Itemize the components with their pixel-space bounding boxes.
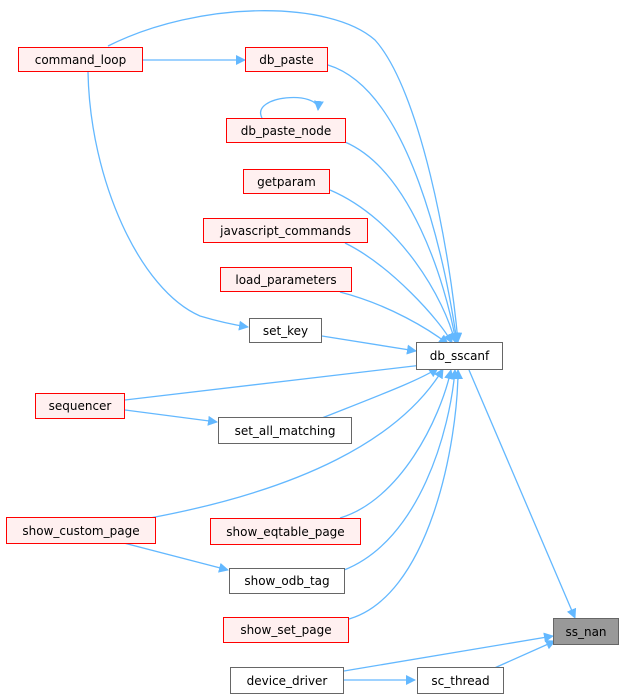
edge-set_all_matching-db_sscanf [321, 367, 439, 419]
edge-db_sscanf-ss_nan [468, 369, 577, 619]
edge-show_custom_page-db_sscanf [149, 368, 444, 519]
edge-show_custom_page-show_odb_tag [119, 541, 229, 573]
node-load_parameters[interactable]: load_parameters [220, 267, 352, 292]
node-ss_nan[interactable]: ss_nan [553, 618, 619, 645]
edge-db_paste_node-db_sscanf [344, 141, 460, 343]
node-getparam[interactable]: getparam [243, 169, 330, 194]
node-set_key[interactable]: set_key [249, 318, 322, 343]
node-device_driver[interactable]: device_driver [230, 667, 344, 694]
edge-javascript_commands-db_sscanf [344, 242, 453, 344]
edge-set_key-db_sscanf [321, 335, 417, 355]
node-show_eqtable_page[interactable]: show_eqtable_page [210, 518, 361, 545]
node-db_paste_node[interactable]: db_paste_node [226, 118, 346, 143]
edge-command_loop-db_sscanf [107, 10, 463, 343]
edge-show_set_page-db_sscanf [344, 369, 463, 621]
edge-sequencer-db_sscanf [124, 360, 432, 401]
node-set_all_matching[interactable]: set_all_matching [218, 417, 352, 444]
node-javascript_commands[interactable]: javascript_commands [203, 218, 368, 243]
edge-sequencer-set_all_matching [124, 409, 218, 426]
node-sequencer[interactable]: sequencer [35, 393, 125, 419]
edge-sc_thread-ss_nan [489, 640, 556, 671]
node-show_odb_tag[interactable]: show_odb_tag [229, 568, 345, 594]
edge-device_driver-ss_nan [343, 632, 554, 672]
node-db_sscanf[interactable]: db_sscanf [416, 342, 503, 370]
edge-show_odb_tag-db_sscanf [343, 369, 460, 571]
edge-db_paste-db_sscanf [327, 64, 461, 343]
edge-show_eqtable_page-db_sscanf [339, 369, 454, 519]
node-show_set_page[interactable]: show_set_page [223, 617, 349, 643]
edge-command_loop-set_key [87, 71, 249, 331]
edge-db_paste_node-self [260, 96, 324, 119]
node-show_custom_page[interactable]: show_custom_page [6, 517, 156, 544]
edge-getparam-db_sscanf [329, 189, 458, 343]
edge-load_parameters-db_sscanf [339, 291, 449, 345]
node-db_paste[interactable]: db_paste [245, 47, 328, 72]
node-sc_thread[interactable]: sc_thread [417, 667, 504, 694]
node-command_loop[interactable]: command_loop [18, 47, 143, 72]
